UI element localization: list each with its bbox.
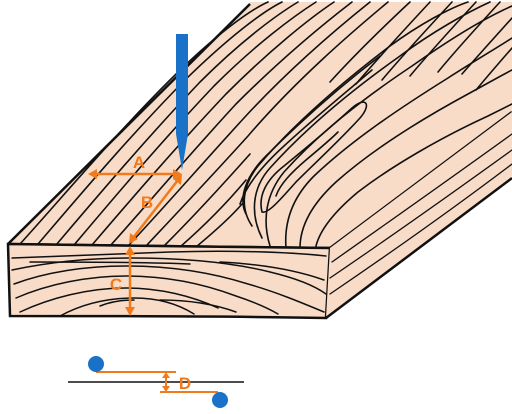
end-face-fill	[6, 242, 332, 320]
label-b: B	[141, 193, 153, 212]
dot-marker-upper	[88, 356, 104, 372]
board-end-face	[6, 242, 332, 320]
pencil-icon	[176, 34, 188, 170]
top-face-grain	[19, 1, 512, 249]
board-side-face	[325, 112, 512, 319]
label-a: A	[133, 153, 145, 172]
label-c: C	[110, 275, 122, 294]
dot-marker-lower	[212, 392, 228, 408]
dimension-c	[125, 246, 135, 316]
top-face-fill	[8, 2, 512, 248]
offset-detail: D	[68, 356, 244, 408]
label-d: D	[179, 374, 191, 393]
end-face-growth-rings	[11, 250, 327, 317]
dimension-a	[88, 169, 182, 179]
board-top-face	[7, 1, 512, 250]
dimension-b	[129, 174, 182, 244]
